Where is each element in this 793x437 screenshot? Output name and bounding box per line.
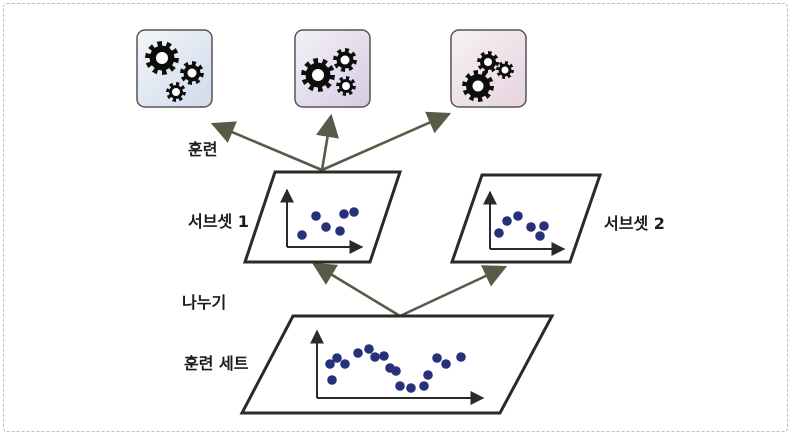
- train-arrow-3: [321, 111, 452, 172]
- train-arrow-1: [210, 121, 323, 172]
- data-point: [327, 375, 337, 385]
- gear-hole: [187, 68, 197, 78]
- data-point: [526, 222, 536, 232]
- gear-hole: [312, 69, 324, 81]
- gear-hole: [501, 66, 509, 74]
- data-point: [456, 352, 466, 362]
- data-point: [539, 221, 549, 231]
- data-point: [340, 359, 350, 369]
- data-point: [335, 226, 345, 236]
- data-point: [370, 352, 380, 362]
- gear-hole: [172, 88, 180, 96]
- data-point: [406, 383, 416, 393]
- subset-1-label: 서브셋 1: [188, 212, 249, 231]
- train-set-points: [325, 344, 466, 393]
- data-point: [311, 211, 321, 221]
- data-point: [441, 359, 451, 369]
- subset-1-panel: [242, 170, 403, 264]
- gear-cluster-icon: [462, 51, 514, 102]
- gear-hole: [484, 58, 492, 66]
- data-point: [502, 216, 512, 226]
- gear-hole: [342, 82, 350, 90]
- data-point: [419, 381, 429, 391]
- split-arrow-1: [311, 262, 401, 318]
- subset-2-points: [494, 211, 549, 241]
- data-point: [535, 231, 545, 241]
- subset-1-points: [297, 207, 359, 240]
- data-point: [353, 348, 363, 358]
- data-point: [423, 370, 433, 380]
- data-point: [513, 211, 523, 221]
- train-label: 훈련: [188, 140, 218, 159]
- data-point: [494, 228, 504, 238]
- data-point: [391, 366, 401, 376]
- subset-2-label: 서브셋 2: [604, 214, 665, 233]
- train-arrow-2: [315, 113, 340, 171]
- gear-cluster-icon: [145, 41, 204, 102]
- data-point: [332, 353, 342, 363]
- gear-hole: [340, 55, 350, 65]
- gear-hole: [472, 80, 484, 92]
- data-point: [339, 209, 349, 219]
- data-point: [379, 351, 389, 361]
- gear-hole: [156, 52, 168, 64]
- gear-cluster-icon: [301, 48, 357, 96]
- data-point: [432, 353, 442, 363]
- data-point: [321, 222, 331, 232]
- split-arrow-2: [399, 265, 508, 318]
- train-set-label: 훈련 세트: [184, 354, 249, 373]
- data-point: [364, 344, 374, 354]
- data-point: [395, 381, 405, 391]
- data-point: [325, 359, 335, 369]
- split-label: 나누기: [182, 293, 227, 312]
- diagram-frame: [3, 3, 788, 432]
- data-point: [297, 230, 307, 240]
- data-point: [349, 207, 359, 217]
